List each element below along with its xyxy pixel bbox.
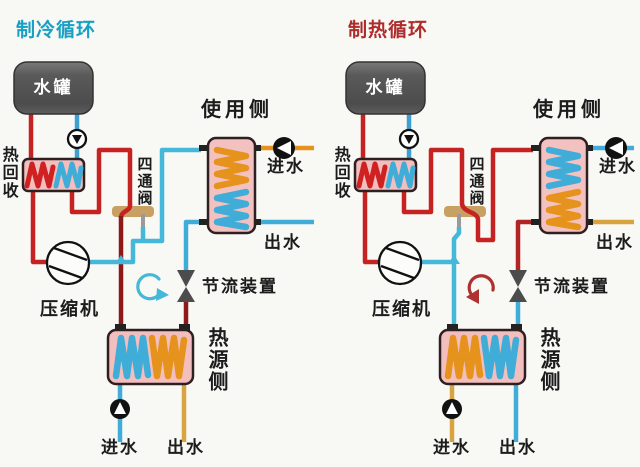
throttle-valve [177,270,195,302]
heat-recovery-label: 热回收 [0,146,19,200]
use-side-label: 使用侧 [533,97,605,121]
heat-source-inlet-label: 进水 [433,438,471,458]
throttle-valve [509,270,527,302]
cooling-cycle-title: 制冷循环 [16,19,97,41]
heat-source-coil-right [480,334,520,380]
heat-source-label: 热源侧 [205,327,229,393]
use-side-coil-top [213,146,250,190]
cycle-direction-arrow [136,273,169,301]
use-side-coil-top [545,146,582,190]
heating-cycle-title: 制热循环 [348,19,429,41]
throttle-label: 节流装置 [534,277,610,297]
heat-source-coil-left [112,334,152,380]
four-way-valve-label: 四通阀 [135,156,154,207]
use-side-coil-bottom [213,188,250,231]
heat-recovery-exchanger [21,157,86,193]
cooling-cycle-drawing [13,61,314,442]
heat-source-pump [442,399,462,419]
throttle-label: 节流装置 [202,277,278,297]
water-tank-label: 水罐 [33,78,74,98]
use-side-inlet-label: 进水 [267,157,305,177]
use-side-pump [605,137,627,159]
water-tank [13,61,94,115]
heat-source-coil-right [148,334,188,380]
use-side-exchanger [199,136,261,235]
four-way-valve-body [112,206,154,217]
heating-pipes [360,114,634,442]
tank-pump [398,128,420,150]
cooling-cycle-panel: 制冷循环 水罐 热回收 四通阀 使用侧 进水 出水 压缩机 节流装置 热源侧 进… [0,19,314,458]
junction-flow-arrow [448,255,460,264]
heating-cycle-panel: 制热循环 水罐 热回收 四通阀 使用侧 进水 出水 压缩机 节流装置 热源侧 进… [332,0,640,467]
heat-source-pump [110,399,130,419]
use-side-pump [273,137,295,159]
four-way-valve-label: 四通阀 [467,156,486,207]
water-tank [345,61,426,115]
compressor [45,240,91,286]
use-side-inlet-label: 进水 [599,157,637,177]
use-side-coil-bottom [545,188,582,231]
water-tank-label: 水罐 [365,78,406,98]
compressor-label: 压缩机 [40,299,100,320]
junction-flow-arrow [115,255,127,264]
heat-recovery-exchanger [353,157,418,193]
heat-source-exchanger [106,324,195,386]
heat-source-inlet-label: 进水 [101,438,139,458]
heat-source-exchanger [438,324,527,386]
tank-pump [66,128,88,150]
use-side-outlet-label: 出水 [596,233,634,253]
heat-source-outlet-label: 出水 [167,438,205,458]
heat-source-label: 热源侧 [537,327,561,393]
heat-recovery-label: 热回收 [331,146,351,200]
compressor-label: 压缩机 [372,299,432,320]
use-side-label: 使用侧 [201,97,273,121]
compressor [377,240,423,286]
use-side-exchanger [531,136,593,235]
heat-source-coil-left [444,334,484,380]
heat-source-outlet-label: 出水 [499,438,537,458]
heating-cycle-drawing [345,61,634,442]
cycle-direction-arrow [466,274,495,304]
use-side-outlet-label: 出水 [264,233,302,253]
